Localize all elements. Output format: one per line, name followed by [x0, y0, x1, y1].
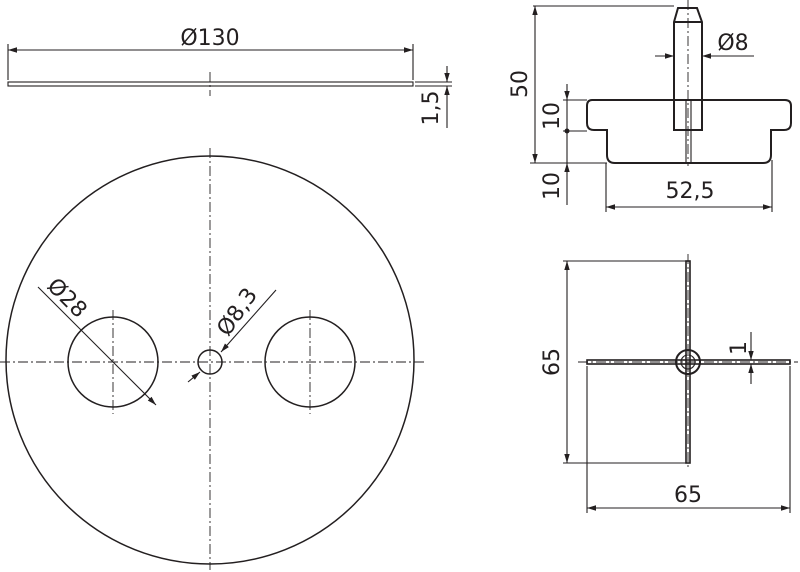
- cross-height-label: 65: [540, 348, 565, 376]
- knob-body: [586, 99, 792, 164]
- plate-front-view: Ø28 Ø8,3: [0, 148, 424, 570]
- center-hole: [197, 349, 223, 375]
- center-hole-diameter-label: Ø8,3: [212, 284, 262, 341]
- knob-height-label: 50: [508, 70, 533, 98]
- cross-width-label: 65: [674, 483, 702, 508]
- plate-diameter-label: Ø130: [180, 26, 239, 51]
- knob-width-label: 52,5: [666, 179, 715, 204]
- hole-diameter-label: Ø28: [42, 274, 92, 324]
- cross-view: 65 65 1: [540, 254, 798, 513]
- flange-height-label: 10: [540, 102, 565, 130]
- plate-thickness-label: 1,5: [419, 91, 444, 126]
- knob-side-view: 50 10 10 52,5 Ø8: [508, 0, 792, 212]
- plate-side-view: Ø130 1,5: [7, 26, 452, 128]
- plate-profile: [7, 81, 414, 87]
- blade-thickness-label: 1: [727, 341, 752, 355]
- base-height-label: 10: [540, 172, 565, 200]
- pin-diameter-label: Ø8: [717, 31, 748, 56]
